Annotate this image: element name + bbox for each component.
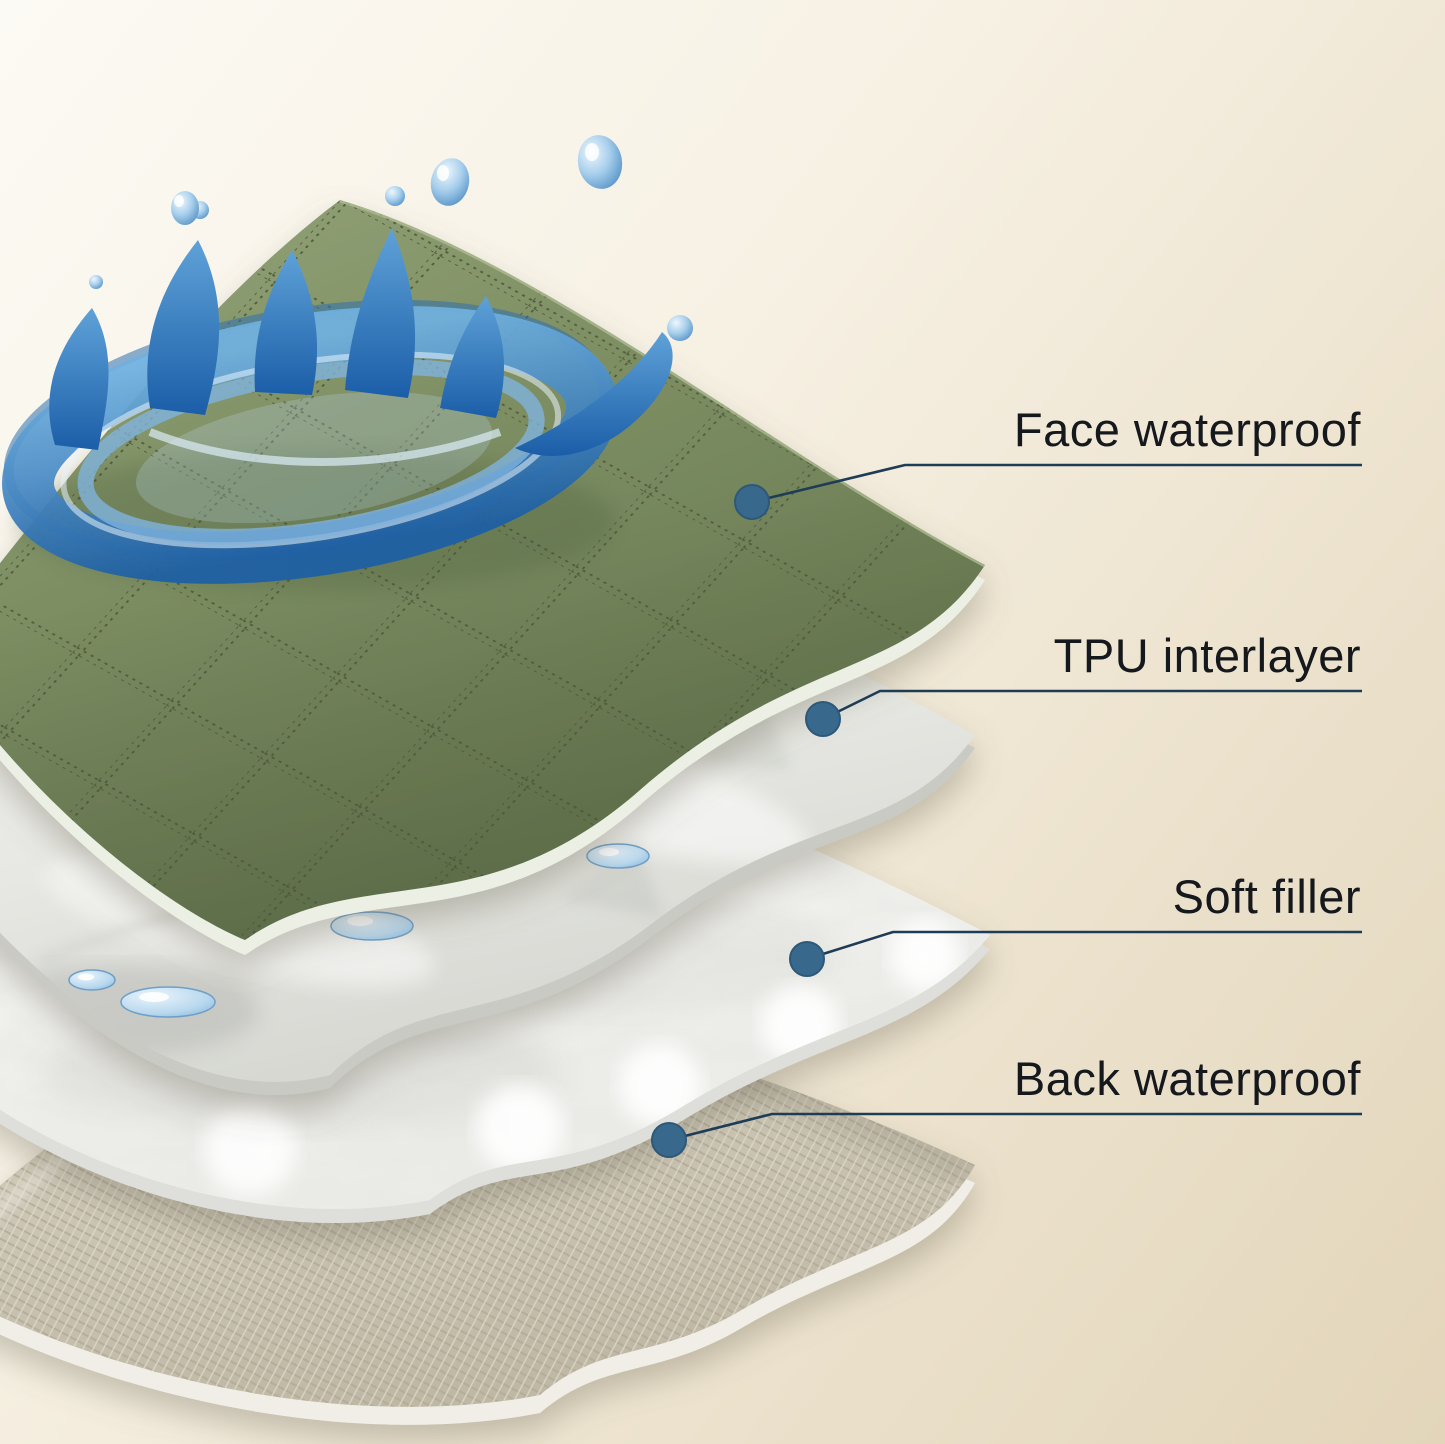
callout-label-face-waterproof: Face waterproof (1014, 402, 1361, 457)
callout-label-back-waterproof: Back waterproof (1014, 1051, 1361, 1106)
callouts (668, 463, 1362, 1142)
callout-dot-face-waterproof (734, 484, 770, 520)
layer-face-waterproof (0, 135, 985, 955)
callout-label-soft-filler: Soft filler (1173, 869, 1361, 924)
callout-line-face-waterproof (751, 463, 1362, 504)
callout-line-back-waterproof (668, 1112, 1362, 1142)
callout-dots (651, 484, 841, 1158)
callout-label-text: TPU interlayer (1053, 629, 1361, 682)
callout-dot-back-waterproof (651, 1122, 687, 1158)
callout-line-tpu-interlayer (822, 689, 1362, 721)
callout-dot-soft-filler (789, 941, 825, 977)
callout-dot-tpu-interlayer (805, 701, 841, 737)
water-splash (2, 186, 693, 590)
floating-droplets (171, 135, 623, 225)
callout-line-soft-filler (806, 930, 1362, 961)
callout-label-tpu-interlayer: TPU interlayer (1054, 628, 1361, 683)
callout-label-text: Soft filler (1172, 870, 1361, 923)
callout-label-text: Back waterproof (1013, 1052, 1361, 1105)
callout-label-text: Face waterproof (1013, 403, 1361, 456)
splash-crown (49, 228, 673, 456)
